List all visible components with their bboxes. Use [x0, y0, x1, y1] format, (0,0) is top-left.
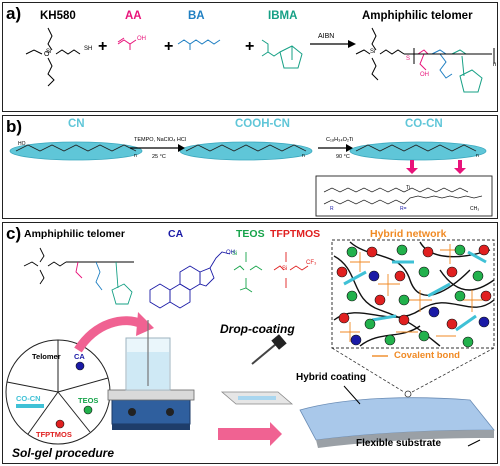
- flexible-substrate-label: Flexible substrate: [356, 438, 442, 449]
- pie-ca-dot: [75, 361, 85, 371]
- plus-sign-3: +: [245, 38, 255, 55]
- pink-arrows-b: [406, 160, 466, 174]
- telomer-structure: [355, 27, 495, 81]
- telomer-product-label: Amphiphilic telomer: [362, 10, 473, 22]
- pie-tfptmos-dot: [55, 419, 65, 429]
- kh580-si: Si: [46, 49, 52, 55]
- hybrid-network-label: Hybrid network: [370, 228, 447, 240]
- teos-structure: [233, 252, 263, 293]
- cn-n: n: [134, 153, 137, 159]
- covalent-bond-label: Covalent bond: [394, 350, 460, 361]
- curved-arrow: [74, 316, 144, 353]
- reagent2-label: C₁₈H₃₄O₂Ti: [326, 137, 354, 143]
- ca-label: CA: [168, 228, 184, 240]
- ca-structure: [149, 251, 231, 309]
- covalent-bonds: [340, 244, 484, 342]
- network-nodes: [336, 244, 492, 348]
- magnetic-stirrer: [107, 389, 195, 430]
- r-label: R: [330, 206, 334, 212]
- tfptmos-structure: [273, 252, 309, 288]
- aa-structure: [117, 37, 137, 50]
- telomer-label-c: Amphiphilic telomer: [24, 228, 125, 240]
- ti-label: Ti: [406, 185, 410, 191]
- aa-oh: OH: [137, 36, 146, 42]
- reagent1-label: TEMPO, NaClO₄ HCl: [134, 137, 187, 143]
- slide-coating: [238, 396, 276, 400]
- beaker: [125, 320, 171, 391]
- pie-ca-label: CA: [74, 352, 85, 361]
- aa-label: AA: [125, 10, 142, 22]
- pie-tfptmos-label: TFPTMOS: [36, 430, 72, 439]
- kh580-label: KH580: [40, 10, 76, 22]
- co-cn-label: CO-CN: [405, 118, 443, 130]
- panel-a: [2, 2, 498, 112]
- teos-label: TEOS: [236, 228, 265, 240]
- svg-text:O: O: [44, 51, 50, 58]
- pie-telomer-label: Telomer: [32, 352, 61, 361]
- hybrid-coating-label: Hybrid coating: [296, 372, 367, 383]
- telomer-s: S: [406, 56, 411, 62]
- aibn-label: AIBN: [318, 33, 335, 40]
- tfptmos-label: TFPTMOS: [270, 228, 321, 240]
- right-arrow: [218, 422, 282, 446]
- kh580-sh: SH: [84, 46, 93, 52]
- telomer-small-structure: [23, 247, 134, 285]
- cooh-cn-label: COOH-CN: [235, 118, 290, 130]
- co-cn-n: n: [476, 153, 479, 159]
- pie-cocn-rod: [16, 404, 44, 408]
- pie-teos-label: TEOS: [78, 396, 99, 405]
- cn-rod: [9, 141, 143, 161]
- drop-coating-label: Drop-coating: [220, 322, 295, 336]
- cooh-cn-rod: [179, 141, 313, 161]
- tfptmos-cf3: CF₃: [306, 260, 317, 266]
- cn-ho: HO: [18, 141, 26, 147]
- cn-label: CN: [68, 118, 85, 130]
- telomer-n: n: [493, 62, 497, 68]
- ch3-label: CH₃: [470, 206, 480, 212]
- cooh-cn-n: n: [302, 153, 305, 159]
- panel-b-label: b): [6, 117, 23, 136]
- teos-si: Si: [232, 251, 238, 257]
- ibma-structure: [261, 39, 303, 69]
- pie-teos-dot: [83, 405, 93, 415]
- dropper: [251, 334, 287, 365]
- telomer-si: Si: [370, 49, 376, 55]
- ba-structure: [177, 39, 221, 50]
- r-def-label: R=: [400, 206, 407, 212]
- sol-gel-label: Sol-gel procedure: [12, 446, 115, 460]
- ibma-label: IBMA: [268, 10, 298, 22]
- pie-cocn-label: CO-CN: [16, 394, 41, 403]
- temp1-label: 25 °C: [152, 154, 166, 160]
- panel-c-label: c): [6, 224, 22, 243]
- flexible-substrate: [316, 430, 494, 448]
- panel-a-label: a): [6, 4, 22, 23]
- plus-sign-1: +: [98, 38, 108, 55]
- titanate-box: [315, 175, 493, 217]
- ba-label: BA: [188, 10, 205, 22]
- tfptmos-si: Si: [282, 266, 288, 272]
- telomer-oh: OH: [420, 72, 429, 78]
- plus-sign-2: +: [164, 38, 174, 55]
- temp2-label: 90 °C: [336, 154, 350, 160]
- ca-oh: OH: [226, 250, 235, 256]
- kh580-structure: [25, 27, 81, 87]
- co-cn-rod: [349, 141, 487, 161]
- cellulose-rods: [343, 250, 487, 332]
